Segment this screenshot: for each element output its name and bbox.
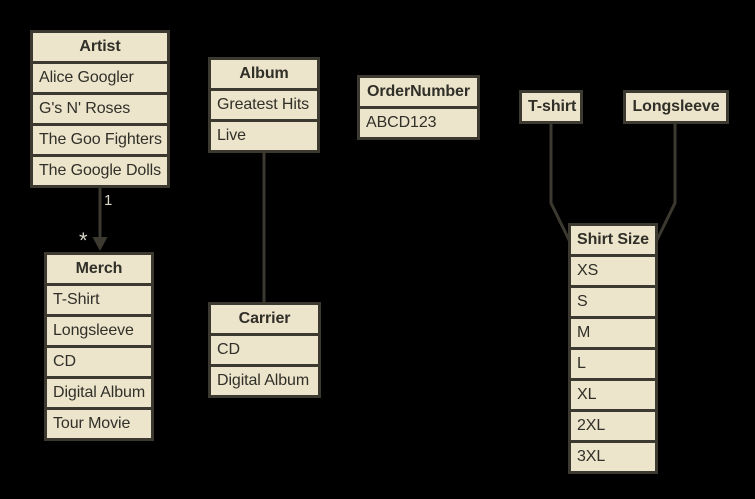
entity-header: Album (208, 57, 320, 91)
table-row: Longsleeve (44, 314, 154, 348)
entity-header: Longsleeve (623, 90, 729, 124)
table-row: Tour Movie (44, 407, 154, 441)
entity-table-tshirt: T-shirt (519, 90, 583, 124)
table-row: ABCD123 (357, 106, 480, 140)
table-row: Greatest Hits (208, 88, 320, 122)
table-row: The Google Dolls (30, 154, 170, 188)
entity-header: T-shirt (519, 90, 583, 124)
entity-header: Merch (44, 252, 154, 286)
table-row: T-Shirt (44, 283, 154, 317)
table-row: L (568, 347, 658, 381)
table-row: M (568, 316, 658, 350)
table-row: G's N' Roses (30, 92, 170, 126)
table-row: XL (568, 378, 658, 412)
connector-longsleeve-shirtsize (652, 121, 677, 247)
table-row: Digital Album (44, 376, 154, 410)
entity-header: Shirt Size (568, 223, 658, 257)
entity-table-album: Album Greatest Hits Live (208, 57, 320, 153)
table-row: CD (208, 333, 321, 367)
table-row: S (568, 285, 658, 319)
entity-table-artist: Artist Alice Googler G's N' Roses The Go… (30, 30, 170, 188)
multiplicity-label-many: * (79, 228, 88, 253)
table-row: The Goo Fighters (30, 123, 170, 157)
arrowhead-artist-merch (92, 237, 108, 251)
table-row: XS (568, 254, 658, 288)
table-row: CD (44, 345, 154, 379)
entity-header: Artist (30, 30, 170, 64)
multiplicity-label-one: 1 (104, 192, 112, 209)
table-row: Alice Googler (30, 61, 170, 95)
table-row: 2XL (568, 409, 658, 443)
table-row: Live (208, 119, 320, 153)
entity-header: Carrier (208, 302, 321, 336)
table-row: Digital Album (208, 364, 321, 398)
entity-table-ordernumber: OrderNumber ABCD123 (357, 75, 480, 140)
entity-table-carrier: Carrier CD Digital Album (208, 302, 321, 398)
entity-header: OrderNumber (357, 75, 480, 109)
entity-table-longsleeve: Longsleeve (623, 90, 729, 124)
entity-table-shirtsize: Shirt Size XS S M L XL 2XL 3XL (568, 223, 658, 474)
connector-tshirt-shirtsize (549, 121, 574, 247)
entity-table-merch: Merch T-Shirt Longsleeve CD Digital Albu… (44, 252, 154, 441)
table-row: 3XL (568, 440, 658, 474)
